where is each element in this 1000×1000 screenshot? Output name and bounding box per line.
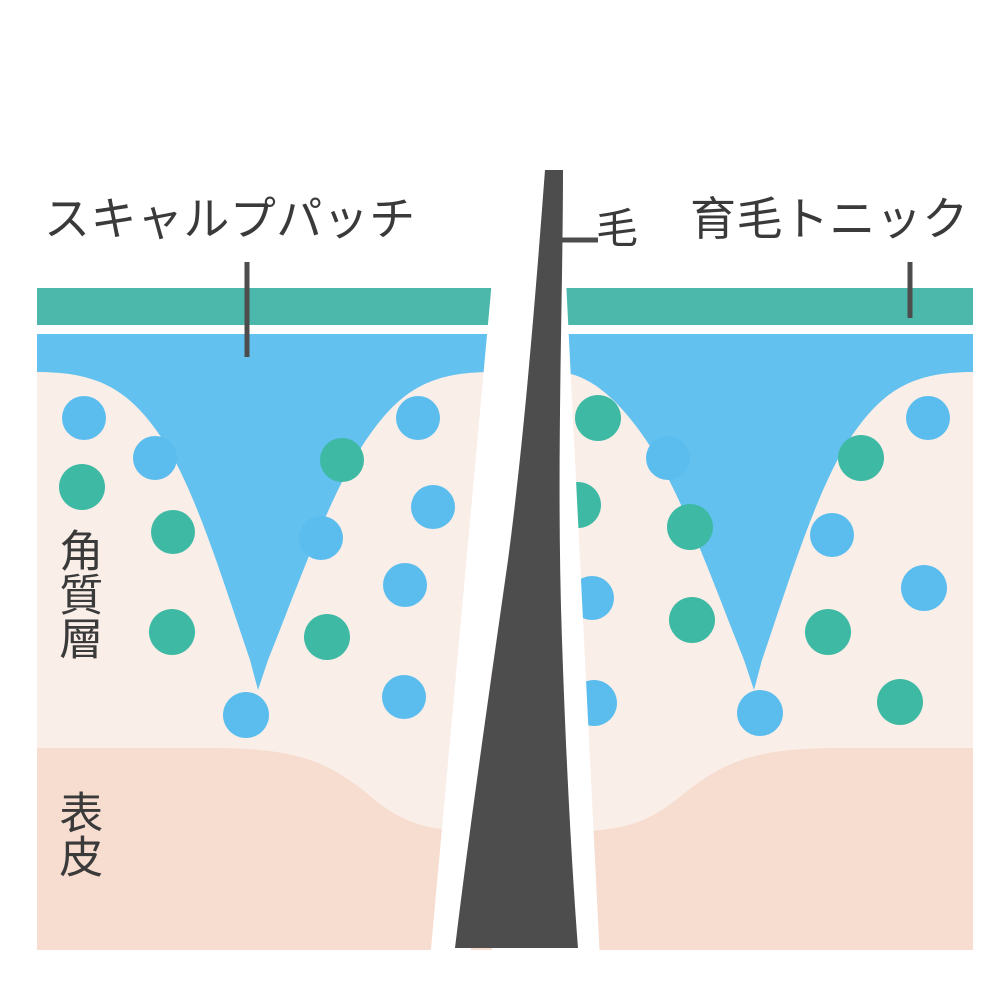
particle-dot [320,438,364,482]
right-panel-group [556,288,973,950]
particle-dot [669,597,715,643]
right-tonic-band [556,288,973,325]
right-follicle-liquid [556,333,973,690]
particle-dot [383,563,427,607]
particle-dot [901,565,947,611]
panel-gutter [430,280,520,960]
particle-dot [304,614,350,660]
particle-dot [877,679,923,725]
left-scalp-patch-band [37,288,492,325]
particle-dot [151,510,195,554]
left-panel-group [37,288,492,950]
particle-dot [575,395,621,441]
particle-dot [646,436,690,480]
hair-shaft [455,170,578,948]
particle-dot [223,692,269,738]
left-particle-dots [59,396,455,738]
particle-dot [838,435,884,481]
label-hair-tonic: 育毛トニック [690,192,969,246]
particle-dot [667,504,713,550]
particle-dot [396,396,440,440]
left-follicle-liquid [37,333,492,690]
particle-dot [810,513,854,557]
particle-dot [59,464,105,510]
particle-dot [62,396,106,440]
label-stratum-corneum: 角質層 [51,528,103,660]
particle-dot [382,675,426,719]
particle-dot [805,609,851,655]
left-epidermis-layer [37,748,492,950]
particle-dot [299,516,343,560]
label-epidermis: 表皮 [51,790,103,878]
label-scalp-patch: スキャルプパッチ [44,192,416,246]
particle-dot [411,485,455,529]
particle-dot [133,436,177,480]
label-hair: 毛 [596,204,639,253]
right-band-gap [556,325,973,334]
left-band-gap [37,325,492,334]
right-epidermis-layer [556,748,973,950]
particle-dot [149,609,195,655]
particle-dot [906,396,950,440]
particle-dot [737,690,783,736]
